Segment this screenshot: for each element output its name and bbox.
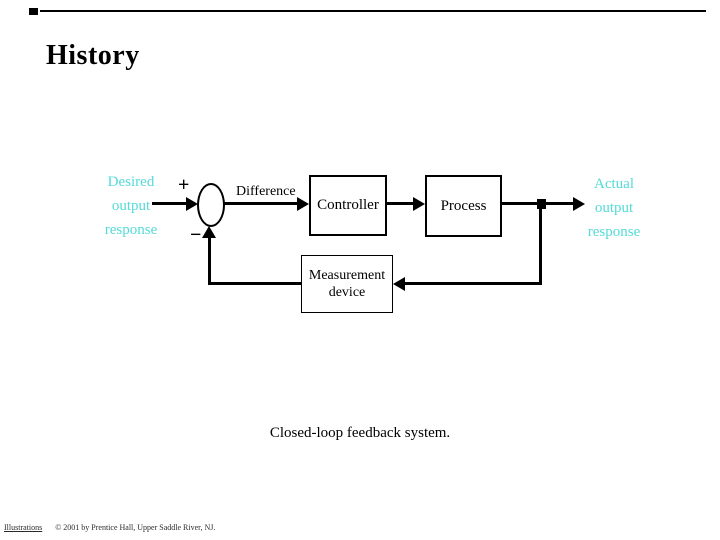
controller-arrowhead xyxy=(297,197,309,211)
page-title: History xyxy=(46,40,140,71)
controller-block: Controller xyxy=(309,175,387,236)
desired-output-line2: output xyxy=(111,198,151,214)
process-arrowhead xyxy=(413,197,425,211)
summing-arrowhead xyxy=(202,226,216,238)
difference-label: Difference xyxy=(236,184,296,199)
actual-output-line3: response xyxy=(587,224,641,240)
desired-output-line3: response xyxy=(104,222,158,238)
plus-sign: + xyxy=(178,174,190,196)
top-rule xyxy=(40,10,706,12)
actual-output-label: Actual output response xyxy=(581,172,647,244)
feedback-down-line xyxy=(539,202,542,285)
input-signal-line xyxy=(152,202,188,205)
controller-process-line xyxy=(387,202,415,205)
measurement-device-block: Measurement device xyxy=(301,255,393,313)
summing-junction xyxy=(197,183,225,227)
measurement-line2: device xyxy=(328,285,366,300)
actual-output-line2: output xyxy=(594,200,634,216)
top-rule-square xyxy=(29,8,38,15)
footer-copyright: © 2001 by Prentice Hall, Upper Saddle Ri… xyxy=(55,523,216,532)
feedback-left-line xyxy=(208,282,301,285)
output-arrowhead xyxy=(573,197,585,211)
minus-sign: − xyxy=(190,224,202,246)
footer-credit: Illustrations © 2001 by Prentice Hall, U… xyxy=(4,523,215,532)
measurement-device-label: Measurement device xyxy=(309,267,385,302)
figure-caption: Closed-loop feedback system. xyxy=(269,425,451,441)
actual-output-line1: Actual xyxy=(594,176,634,192)
desired-output-label: Desired output response xyxy=(98,170,164,242)
controller-label: Controller xyxy=(317,197,379,214)
process-label: Process xyxy=(440,197,487,214)
measurement-line1: Measurement xyxy=(308,267,386,283)
process-block: Process xyxy=(425,175,502,237)
desired-output-line1: Desired xyxy=(107,174,155,190)
footer-illustrations-label: Illustrations xyxy=(4,523,43,532)
difference-signal-line xyxy=(224,202,299,205)
input-arrowhead xyxy=(186,197,198,211)
feedback-right-line xyxy=(405,282,542,285)
measurement-arrowhead xyxy=(393,277,405,291)
feedback-up-line xyxy=(208,238,211,285)
